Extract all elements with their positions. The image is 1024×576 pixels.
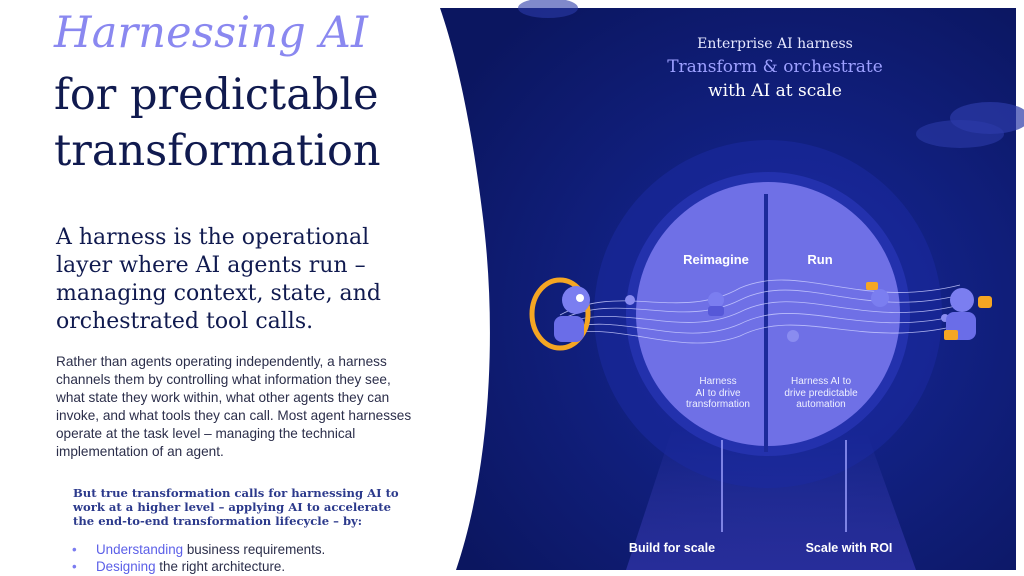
robot-icon xyxy=(944,288,992,340)
gear-icon xyxy=(625,295,635,305)
cloud xyxy=(916,120,1004,148)
page-title-line: for predictable xyxy=(54,70,379,120)
bullet-list: • Understanding business requirements. • D… xyxy=(72,541,325,575)
body-paragraph: Rather than agents operating independent… xyxy=(56,354,412,459)
callout-text: But true transformation calls for harnes… xyxy=(73,486,399,528)
reimagine-label: Reimagine xyxy=(683,252,749,267)
run-description: Harness AI to drive predictable automati… xyxy=(770,376,872,411)
desc-line: automation xyxy=(796,399,846,410)
lead-paragraph: A harness is the operational layer where… xyxy=(56,225,381,334)
desc-line: Harness AI to xyxy=(790,376,852,387)
list-item: • Designing the right architecture. xyxy=(72,558,325,575)
bullet-highlight: Designing xyxy=(96,559,156,574)
robot-icon xyxy=(708,292,724,316)
bullet-marker: • xyxy=(72,542,77,557)
robot-icon xyxy=(529,277,591,351)
gear-icon xyxy=(787,330,799,342)
bullet-marker: • xyxy=(72,559,77,574)
bullet-text: business requirements. xyxy=(183,542,326,557)
diagram-subheader: Transform & orchestrate xyxy=(667,57,883,77)
scale-with-roi-label: Scale with ROI xyxy=(805,541,893,555)
desc-line: AI to drive xyxy=(695,387,741,399)
build-for-scale-label: Build for scale xyxy=(628,541,716,555)
list-item: • Understanding business requirements. xyxy=(72,541,325,558)
robot-icon xyxy=(866,282,889,307)
bullet-text: the right architecture. xyxy=(155,559,286,574)
cloud xyxy=(518,0,578,18)
reimagine-description: Harness AI to drive transformation xyxy=(672,376,764,411)
page-title-accent: Harnessing AI xyxy=(54,8,369,58)
bullet-highlight: Understanding xyxy=(96,542,184,557)
run-label: Run xyxy=(807,252,833,267)
diagram-subheader-2: with AI at scale xyxy=(708,81,842,101)
desc-line: Harness xyxy=(699,376,737,387)
diagram-header: Enterprise AI harness xyxy=(697,36,853,52)
desc-line: transformation xyxy=(686,399,750,410)
page-title-line: transformation xyxy=(54,126,381,176)
desc-line: drive predictable xyxy=(784,387,858,399)
